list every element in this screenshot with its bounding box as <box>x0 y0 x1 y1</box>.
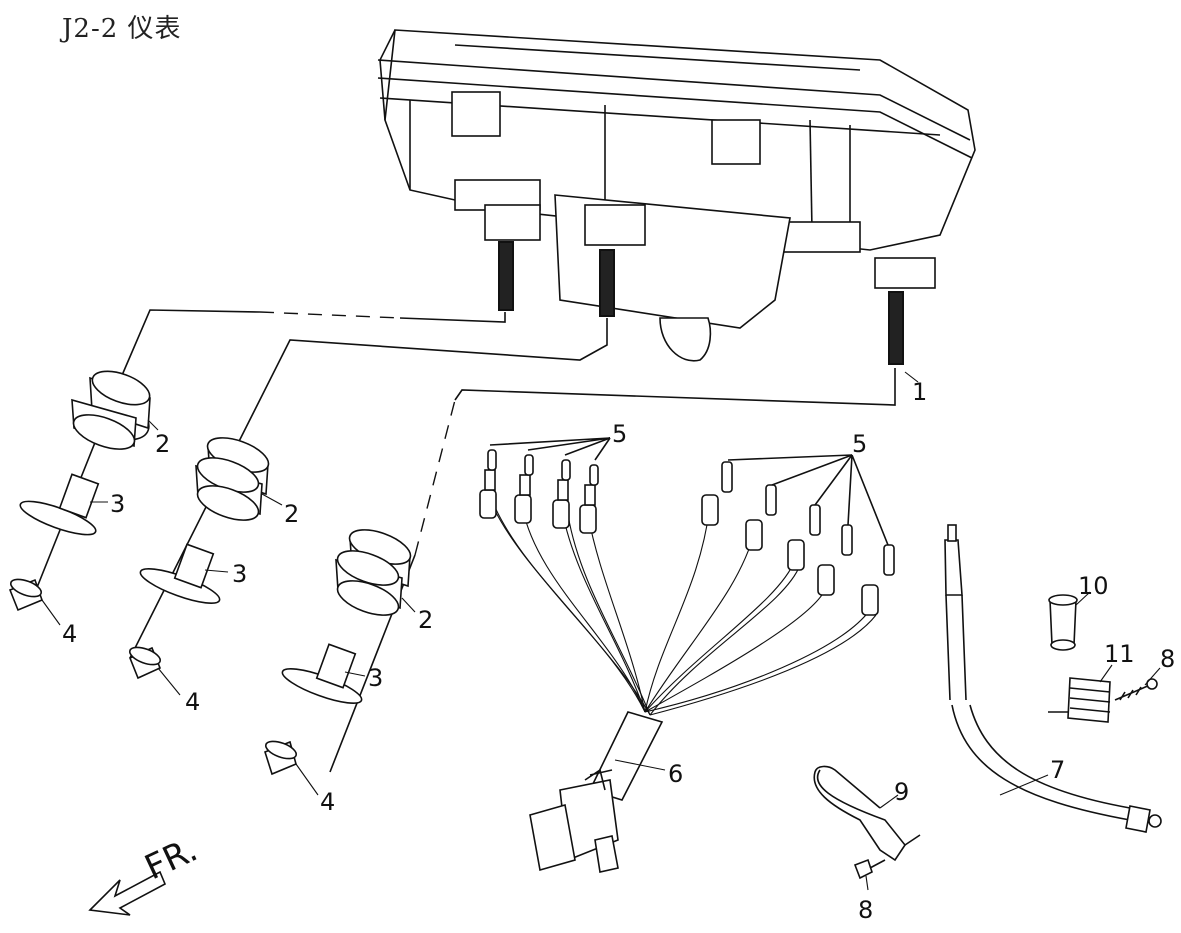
mounting-stud-3 <box>888 291 904 365</box>
callout-7: 7 <box>1050 756 1065 784</box>
collar-sleeve-left <box>19 473 100 536</box>
main-connector <box>529 768 619 873</box>
callout-3-middle: 3 <box>232 560 247 588</box>
callout-1: 1 <box>912 378 927 406</box>
mounting-bracket <box>813 765 921 862</box>
callout-5-right: 5 <box>852 430 867 458</box>
callout-2-right: 2 <box>418 606 433 634</box>
collar-sleeve-middle <box>139 543 221 604</box>
callout-11: 11 <box>1104 640 1135 668</box>
front-direction-arrow <box>88 870 167 916</box>
bulb <box>1048 594 1078 651</box>
callout-2-left: 2 <box>155 430 170 458</box>
wiring-harness <box>479 437 895 873</box>
harness-sheath <box>588 711 664 801</box>
nut-right <box>264 740 298 776</box>
callout-4-middle: 4 <box>185 688 200 716</box>
callout-10: 10 <box>1078 572 1109 600</box>
nut-left <box>8 578 44 612</box>
callout-5-left: 5 <box>612 420 627 448</box>
callout-4-left: 4 <box>62 620 77 648</box>
callout-4-right: 4 <box>320 788 335 816</box>
rubber-grommet-right <box>335 529 412 616</box>
mounting-stud-1 <box>498 241 514 311</box>
screw-bottom <box>853 858 886 880</box>
callout-8-bottom: 8 <box>858 896 873 924</box>
callout-3-left: 3 <box>110 490 125 518</box>
connector-terminals-left <box>479 449 599 534</box>
callout-3-right: 3 <box>368 664 383 692</box>
rubber-grommet-middle <box>195 437 270 521</box>
nut-middle <box>128 646 162 680</box>
instrument-cluster-housing <box>377 29 976 362</box>
connector-terminals-right <box>701 461 895 616</box>
mounting-stud-2 <box>599 249 615 317</box>
rubber-grommet-left <box>71 370 151 450</box>
callout-8-top: 8 <box>1160 645 1175 673</box>
leader-lines <box>41 371 1161 891</box>
collar-sleeve-right <box>281 643 363 704</box>
socket-holder <box>1048 677 1111 723</box>
assembly-guide-lines <box>29 309 896 773</box>
figure-title: J2-2 仪表 <box>62 14 182 44</box>
callout-6: 6 <box>668 760 683 788</box>
callout-2-middle: 2 <box>284 500 299 528</box>
screw-top <box>1114 678 1158 701</box>
speedometer-cable <box>944 524 1162 833</box>
callout-9: 9 <box>894 778 909 806</box>
